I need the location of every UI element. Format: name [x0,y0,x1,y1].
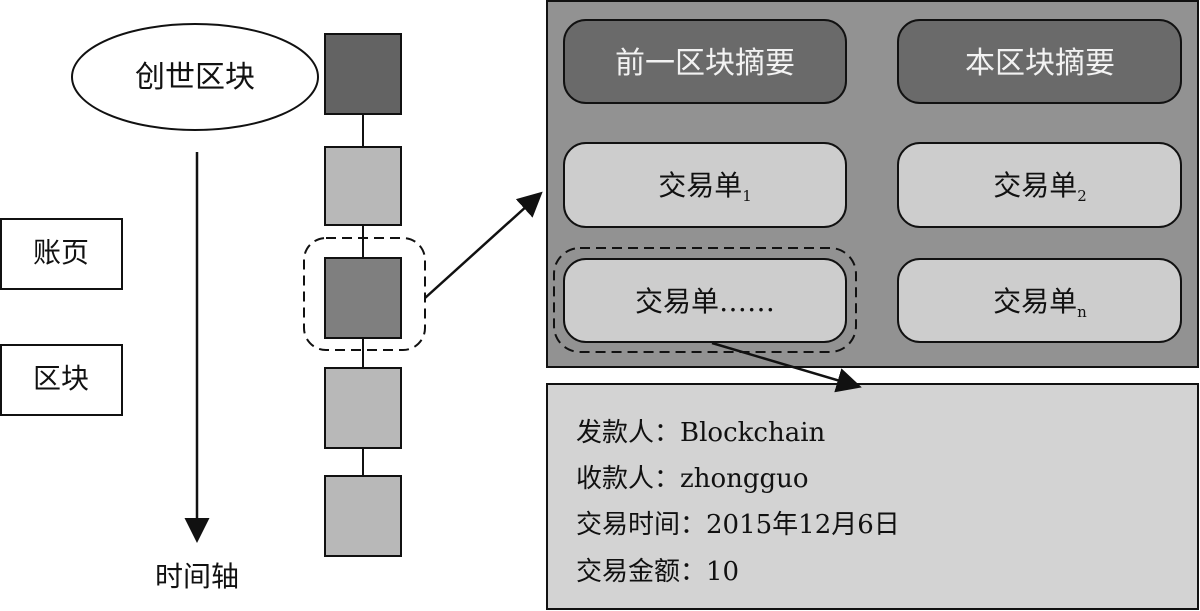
tx-receiver: 收款人：zhongguo [576,464,809,494]
tx-pill-1-label: 交易单1 [658,169,752,205]
zoom-arrow [424,191,543,299]
this-hash-pill [897,19,1182,104]
chain-block-2 [324,146,402,226]
legend-ledger-box [0,218,123,290]
chain-block-genesis [324,33,402,115]
prev-hash-label: 前一区块摘要 [615,46,795,81]
tx-sender: 发款人：Blockchain [576,418,826,448]
legend-block-box [0,344,123,416]
legend-ledger-label: 账页 [33,236,89,269]
chain-block-3-highlighted [324,257,402,339]
detail-arrow [711,341,862,393]
chain-block-5 [324,475,402,557]
chain-highlight-dashed [303,237,426,351]
tx-time: 交易时间：2015年12月6日 [576,510,900,540]
tx-pill-ellipsis [563,258,847,343]
tx-pill-2 [897,142,1182,228]
prev-hash-pill [563,19,847,104]
chain-block-4 [324,367,402,449]
time-axis-label: 时间轴 [155,560,239,593]
tx-pill-1 [563,142,847,228]
genesis-ellipse [71,23,319,131]
tx-pill-ellipsis-label: 交易单…… [635,285,775,318]
tx-pill-2-label: 交易单2 [993,169,1087,205]
tx-pill-n [897,258,1182,343]
genesis-label: 创世区块 [135,60,255,95]
this-hash-label: 本区块摘要 [965,46,1115,81]
tx-pill-n-label: 交易单n [993,285,1087,321]
transaction-detail-box [546,383,1199,610]
legend-block-label: 区块 [33,362,89,395]
tx-amount: 交易金额：10 [576,557,739,587]
